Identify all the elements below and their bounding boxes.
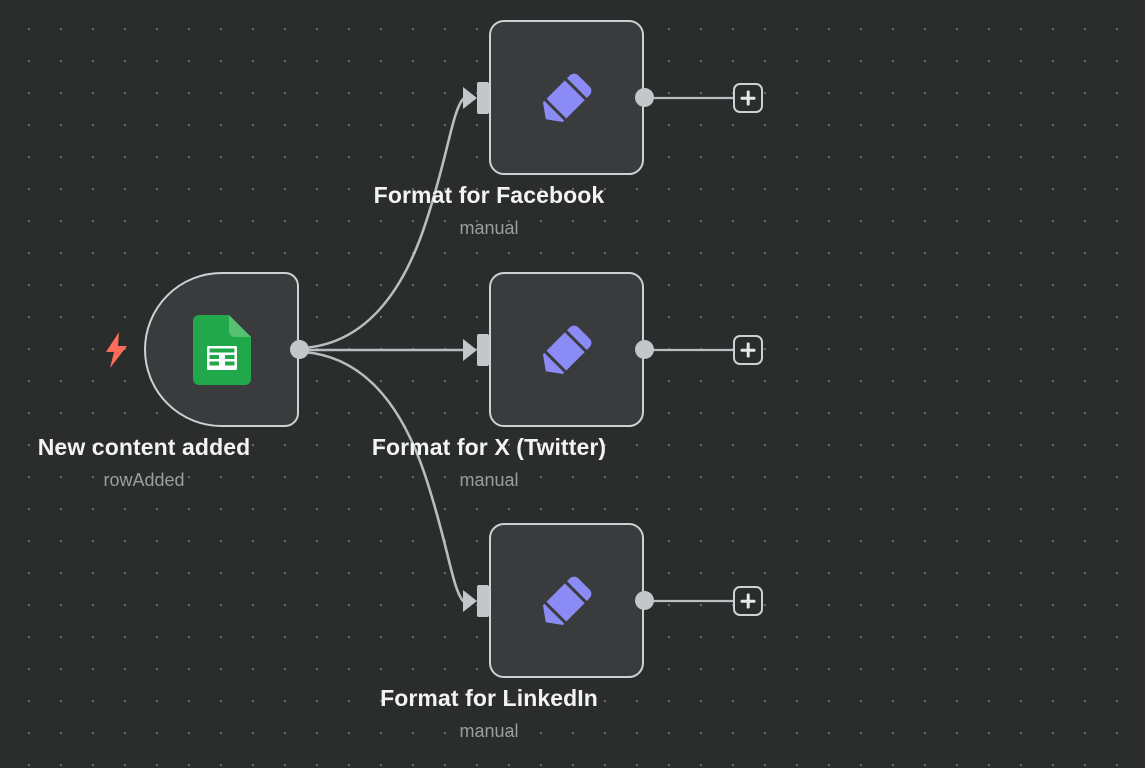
facebook-output-connector[interactable] (635, 88, 654, 107)
facebook-input-connector[interactable] (463, 82, 493, 114)
node-subtitle: manual (459, 470, 519, 490)
node-subtitle: manual (459, 721, 519, 741)
node-subtitle: manual (459, 218, 519, 238)
twitter-node-labels: Format for X (Twitter) manual (279, 432, 699, 493)
trigger-node-labels: New content added rowAdded (0, 432, 354, 493)
pencil-icon (533, 316, 601, 384)
input-arrow-icon (463, 339, 477, 361)
twitter-output-connector[interactable] (635, 340, 654, 359)
add-node-button-after-facebook[interactable] (733, 83, 763, 113)
linkedin-node-labels: Format for LinkedIn manual (279, 683, 699, 744)
twitter-input-connector[interactable] (463, 334, 493, 366)
lightning-bolt-icon (104, 332, 130, 368)
linkedin-node-body[interactable] (489, 523, 644, 678)
pencil-icon (533, 64, 601, 132)
input-arrow-icon (463, 87, 477, 109)
node-subtitle: rowAdded (103, 470, 185, 490)
twitter-node-body[interactable] (489, 272, 644, 427)
google-sheets-icon (192, 314, 251, 385)
input-bar-icon (477, 82, 489, 114)
node-title: Format for Facebook (373, 182, 605, 208)
linkedin-input-connector[interactable] (463, 585, 493, 617)
edge-trigger-to-linkedin (301, 350, 465, 603)
input-bar-icon (477, 334, 489, 366)
edge-trigger-to-facebook (301, 97, 465, 350)
trigger-node-body[interactable] (144, 272, 299, 427)
linkedin-output-connector[interactable] (635, 591, 654, 610)
facebook-node-body[interactable] (489, 20, 644, 175)
node-title: New content added (37, 434, 251, 460)
input-arrow-icon (463, 590, 477, 612)
trigger-output-connector[interactable] (290, 340, 309, 359)
pencil-icon (533, 567, 601, 635)
node-title: Format for LinkedIn (380, 685, 598, 711)
node-title: Format for X (Twitter) (371, 434, 607, 460)
add-node-button-after-linkedin[interactable] (733, 586, 763, 616)
facebook-node-labels: Format for Facebook manual (279, 180, 699, 241)
add-node-button-after-twitter[interactable] (733, 335, 763, 365)
input-bar-icon (477, 585, 489, 617)
